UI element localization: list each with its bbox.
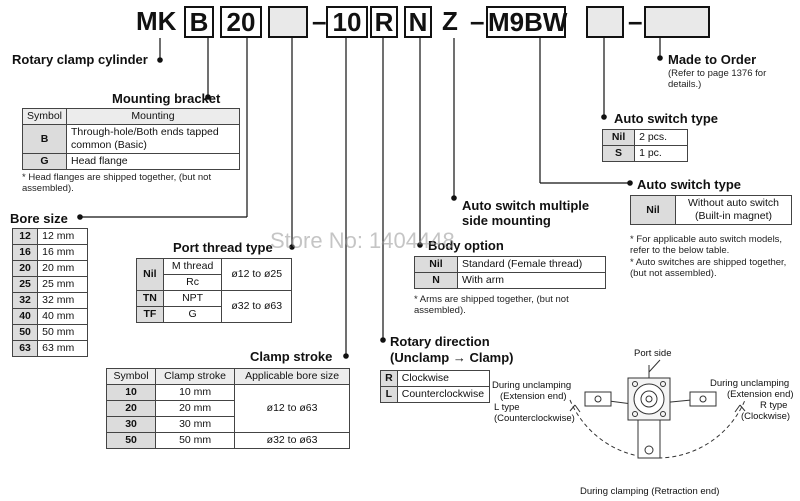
order-note: (Refer to page 1376 for details.) — [668, 68, 767, 90]
code-dash-2: – — [470, 6, 485, 36]
mounting-title: Mounting bracket — [112, 91, 221, 106]
code-prefix: MK — [136, 6, 177, 36]
rotary-clamp-title: Rotary clamp cylinder — [12, 52, 148, 67]
figure-bottom: During clamping (Retraction end) — [580, 486, 720, 497]
figure-left-a: During unclamping — [492, 380, 572, 391]
code-bore-box: 20 — [220, 6, 262, 38]
clamp-header-symbol: Symbol — [105, 368, 157, 385]
code-port-box — [268, 6, 308, 38]
figure-port-side: Port side — [634, 348, 672, 359]
code-dash-3: – — [628, 6, 643, 36]
watermark: Store No: 1404448 — [270, 228, 455, 253]
auto-type-title: Auto switch type — [637, 177, 742, 192]
code-stroke-box: 10 — [326, 6, 368, 38]
clamp-header-stroke: Clamp stroke — [155, 368, 236, 385]
figure-left-c: L type — [494, 402, 520, 413]
code-order-box — [644, 6, 710, 38]
rotary-subtitle: (Unclamp → Clamp) — [390, 350, 514, 365]
clamp-title: Clamp stroke — [250, 349, 333, 364]
auto-type-note-2: * Auto switches are shipped together, (b… — [630, 257, 787, 279]
clamp-header-bore: Applicable bore size — [234, 368, 350, 385]
figure-right-b: (Extension end) — [727, 389, 794, 400]
figure-left-d: (Counterclockwise) — [494, 413, 575, 424]
order-title: Made to Order — [668, 52, 757, 67]
body-note: * Arms are shipped together, (but not as… — [414, 294, 569, 316]
bore-title: Bore size — [10, 211, 68, 226]
port-title: Port thread type — [173, 240, 273, 255]
mounting-header-mounting: Mounting — [66, 108, 240, 125]
multi-side-title: Auto switch multiple side mounting — [462, 198, 590, 228]
code-dash-1: – — [312, 6, 327, 36]
figure-left-b: (Extension end) — [500, 391, 567, 402]
code-z: Z — [442, 6, 458, 36]
cylinder-drawing-icon — [569, 359, 746, 459]
code-mounting-box: B — [184, 6, 214, 38]
code-switch-box: M9BW — [486, 6, 568, 38]
figure-right-a: During unclamping — [710, 378, 790, 389]
auto-count-title: Auto switch type — [614, 111, 719, 126]
code-count-box — [586, 6, 624, 38]
code-body-box: N — [404, 6, 432, 38]
figure-right-d: (Clockwise) — [741, 411, 791, 422]
auto-type-note-1: * For applicable auto switch models, ref… — [630, 234, 783, 256]
rotary-title: Rotary direction — [390, 334, 490, 349]
mounting-header-symbol: Symbol — [21, 108, 68, 125]
figure-right-c: R type — [760, 400, 788, 411]
mounting-note: * Head flanges are shipped together, (bu… — [22, 172, 212, 194]
body-title: Body option — [428, 238, 504, 253]
code-rotary-box: R — [370, 6, 398, 38]
